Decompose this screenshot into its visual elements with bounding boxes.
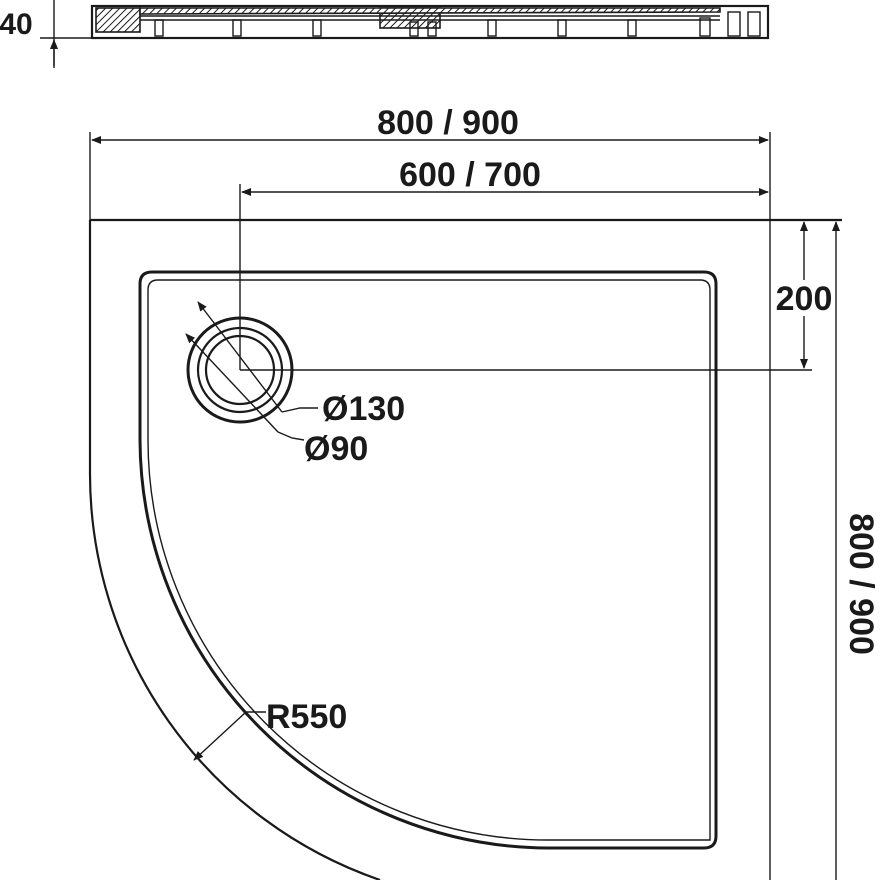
- outer-diameter-leader: [197, 301, 283, 413]
- support-ribs: [154, 11, 761, 37]
- overall-width-label: 800 / 900: [377, 104, 519, 142]
- side-section-view: 40: [0, 0, 770, 68]
- radius-label: R550: [266, 698, 347, 736]
- waste-offset-x-label: 600 / 700: [399, 156, 541, 194]
- waste-offset-y-label: 200: [776, 280, 833, 318]
- waste-middle-circle: [196, 326, 284, 414]
- tray-profile-outline: [90, 4, 770, 40]
- section-hatch-top: [139, 7, 721, 15]
- section-hatch-left: [95, 7, 141, 33]
- height-label: 40: [0, 8, 33, 41]
- inner-diameter-leader-tail: [277, 431, 305, 441]
- overall-depth-label: 800 / 900: [842, 513, 880, 655]
- outer-diameter-leader-tail: [281, 407, 318, 413]
- radius-leader: [193, 711, 247, 761]
- basin-outer-rim: [138, 270, 718, 850]
- inner-diameter-leader: [185, 333, 279, 433]
- inner-diameter-label: Ø90: [304, 430, 368, 468]
- basin-inner-rim: [147, 279, 711, 841]
- waste-outlet: [186, 316, 294, 424]
- waste-inner-circle: [204, 334, 276, 406]
- plan-view: 800 / 900 600 / 700 200 800 / 900 Ø130: [88, 104, 880, 880]
- outer-diameter-label: Ø130: [322, 390, 405, 428]
- tray-outer-outline: [88, 220, 381, 880]
- waste-outer-circle: [186, 316, 294, 424]
